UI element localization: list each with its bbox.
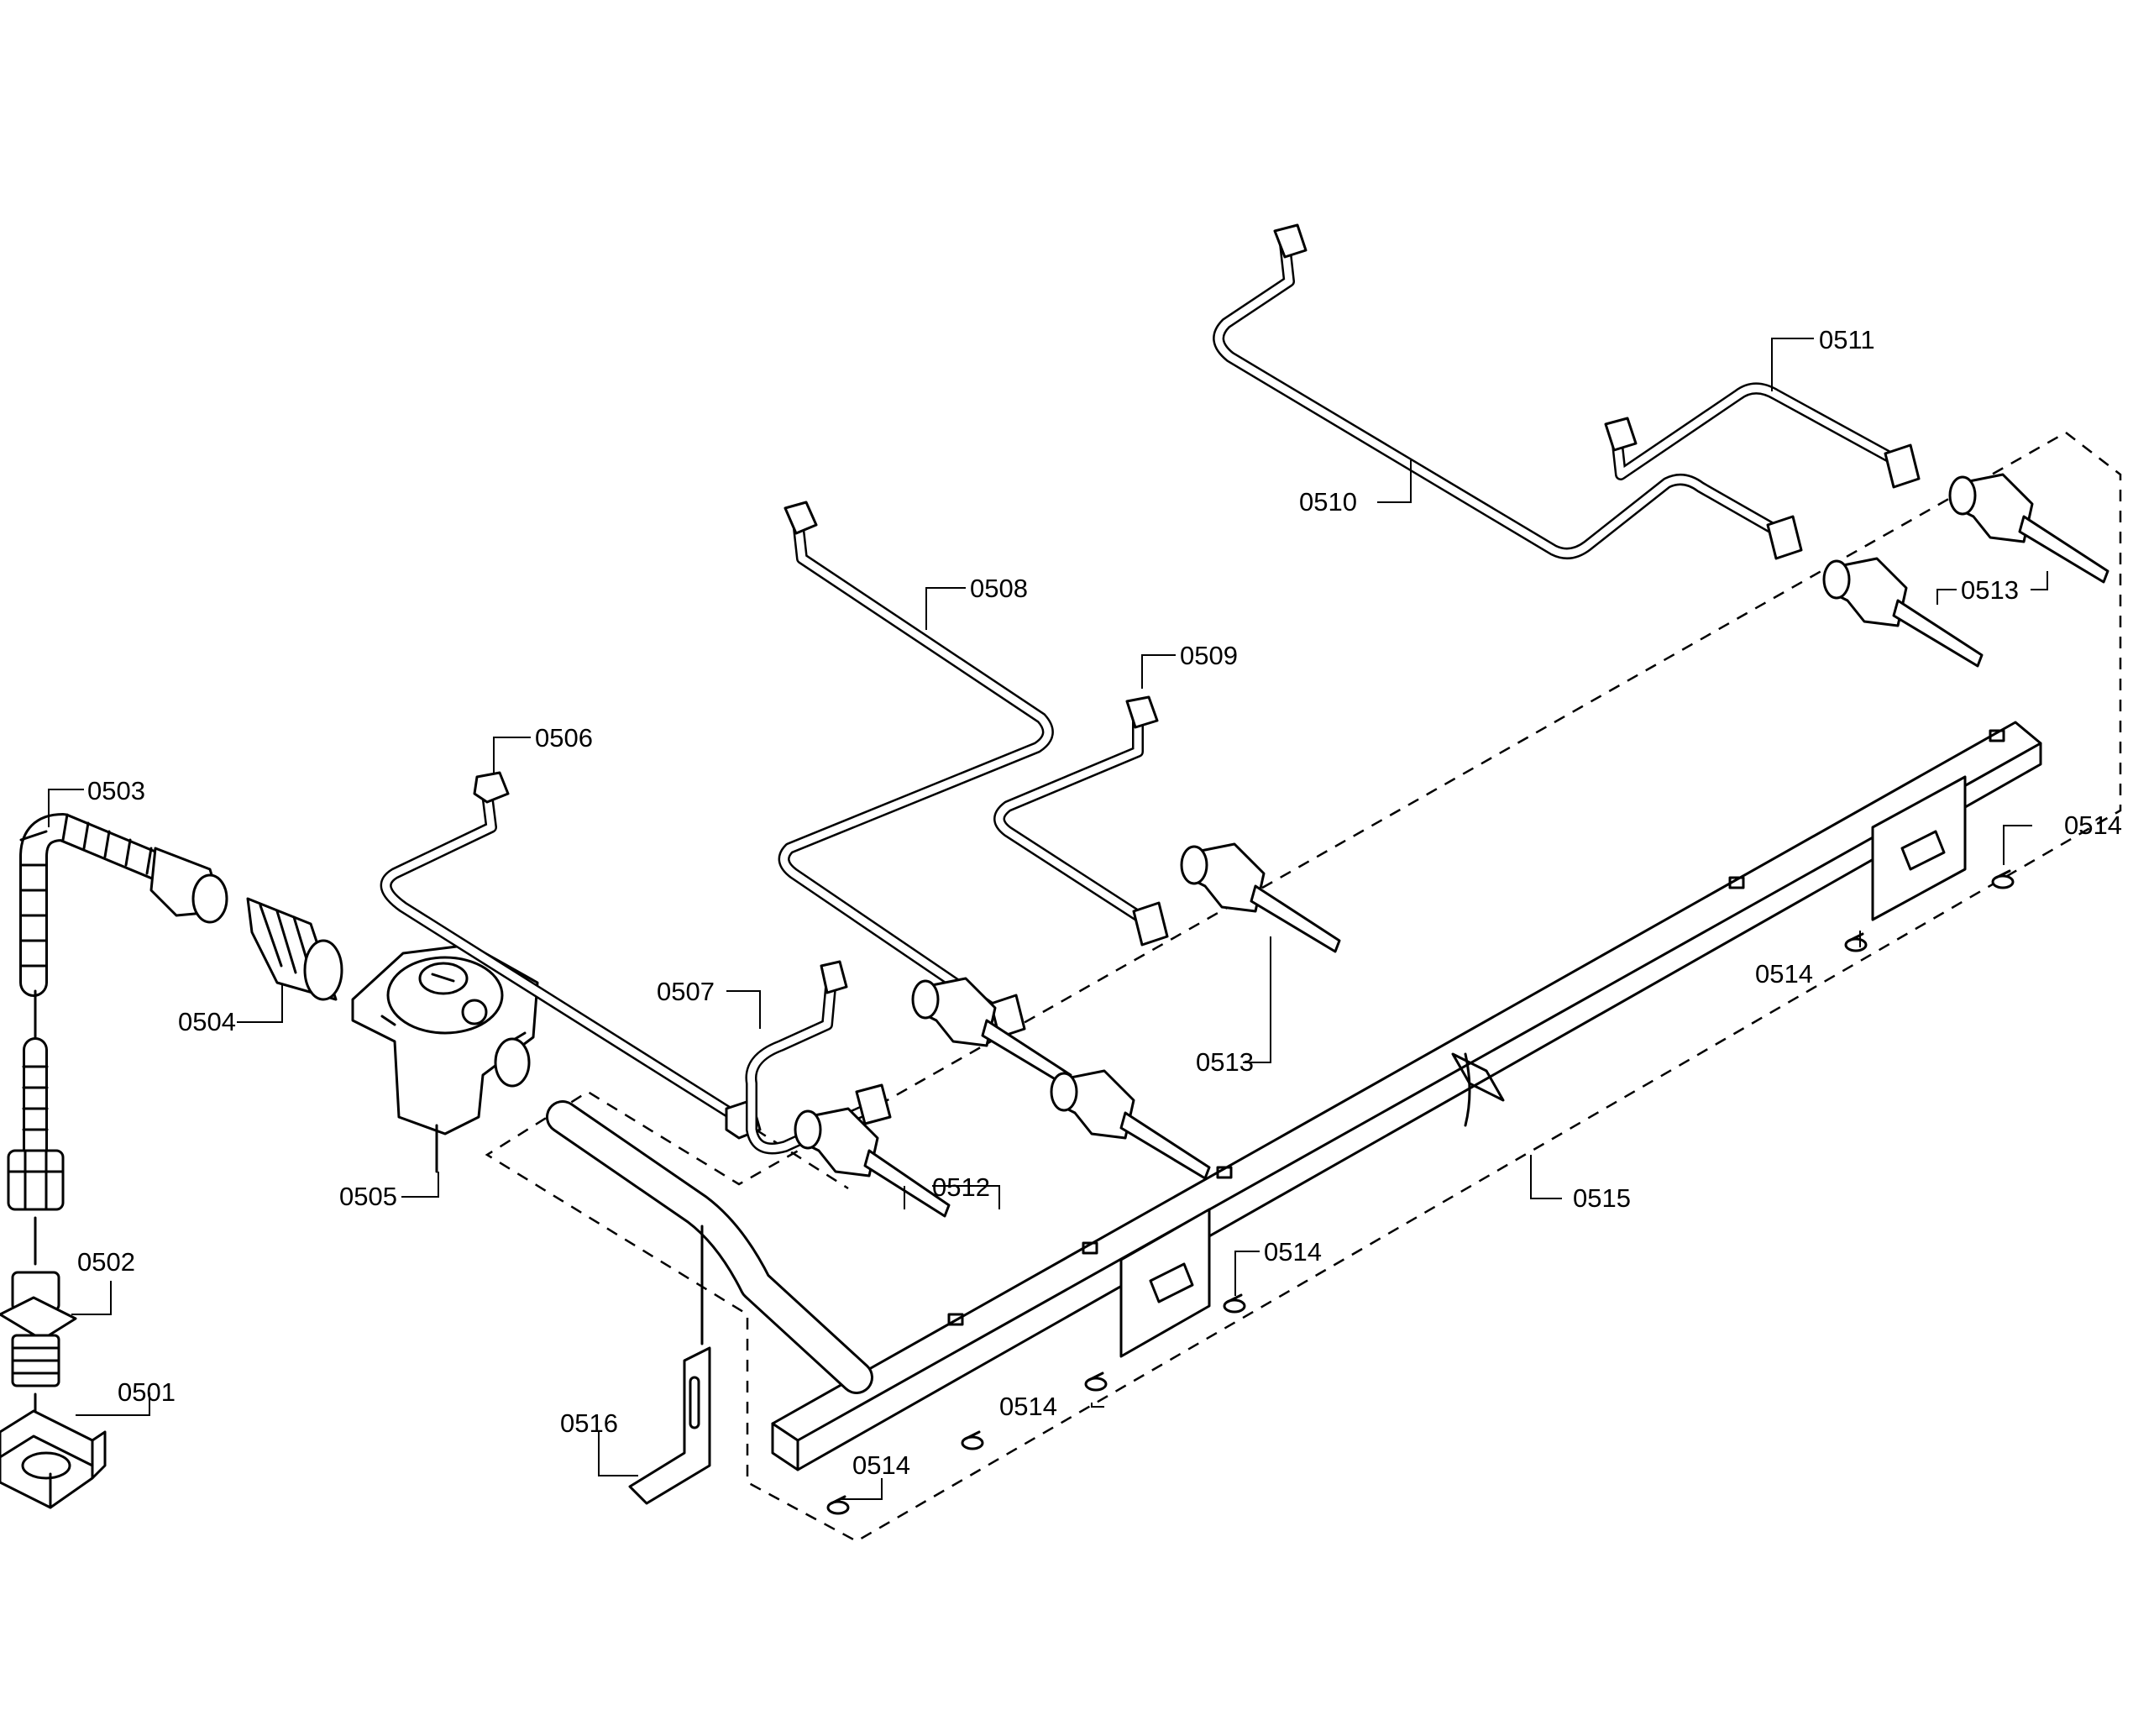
label-0513-a: 0513 — [1196, 1047, 1254, 1077]
part-0512-valve-b — [911, 977, 1072, 1088]
label-0515: 0515 — [1573, 1183, 1631, 1213]
screw-2 — [961, 1430, 984, 1450]
label-0516: 0516 — [560, 1408, 618, 1438]
label-0511: 0511 — [1819, 325, 1875, 354]
assembly-boundary — [485, 431, 2122, 1543]
part-0515-gas-manifold — [546, 721, 2042, 1471]
part-0513-valve-a — [1050, 1069, 1211, 1180]
label-0513-b: 0513 — [1961, 575, 2019, 605]
label-0512: 0512 — [932, 1172, 990, 1202]
label-0506: 0506 — [535, 723, 593, 753]
part-0507-loop-tube — [745, 960, 892, 1155]
burner-valves — [794, 473, 2109, 1218]
screw-5 — [1844, 932, 1868, 952]
part-0511-gas-tube — [1604, 382, 1921, 489]
part-0502-inlet-fitting — [0, 1271, 77, 1413]
label-0514-e: 0514 — [852, 1450, 910, 1480]
part-0506-gas-tube — [380, 771, 762, 1140]
label-0514-d: 0514 — [999, 1392, 1057, 1421]
part-0513-valve-c — [1822, 557, 1984, 668]
label-0504: 0504 — [178, 1007, 236, 1036]
part-0503-flex-gas-hose — [7, 813, 228, 1266]
part-0513-valve-b — [1180, 842, 1341, 953]
leader-lines — [48, 338, 2048, 1500]
label-0505: 0505 — [339, 1182, 397, 1211]
label-0514-a: 0514 — [2064, 810, 2122, 840]
screw-3 — [1084, 1371, 1108, 1392]
part-0512-valve-a — [794, 1107, 951, 1218]
label-0501: 0501 — [118, 1377, 176, 1407]
part-0501-mounting-bracket — [0, 1409, 107, 1509]
part-0516-support-bracket — [628, 1225, 711, 1505]
screw-6 — [1991, 869, 2015, 889]
label-0514-b: 0514 — [1755, 959, 1813, 989]
part-labels: 0501 0502 0503 0504 0505 0506 0507 0508 … — [77, 325, 2122, 1480]
part-0513-valve-d — [1948, 473, 2109, 584]
label-0503: 0503 — [87, 776, 145, 805]
screw-1 — [826, 1495, 850, 1515]
part-0510-gas-tube — [1213, 223, 1803, 560]
label-0508: 0508 — [970, 574, 1028, 603]
label-0514-c: 0514 — [1264, 1237, 1322, 1267]
label-0507: 0507 — [657, 977, 715, 1006]
part-0504-pipe-nipple — [246, 897, 343, 1001]
part-0508-gas-tube — [778, 501, 1054, 1039]
part-0509-gas-tube — [993, 695, 1169, 947]
screw-4 — [1223, 1293, 1246, 1314]
part-0514-screws — [826, 869, 2015, 1515]
label-0502: 0502 — [77, 1247, 135, 1277]
label-0510: 0510 — [1299, 487, 1357, 517]
part-0505-pressure-regulator — [351, 943, 539, 1173]
label-0509: 0509 — [1180, 641, 1238, 670]
